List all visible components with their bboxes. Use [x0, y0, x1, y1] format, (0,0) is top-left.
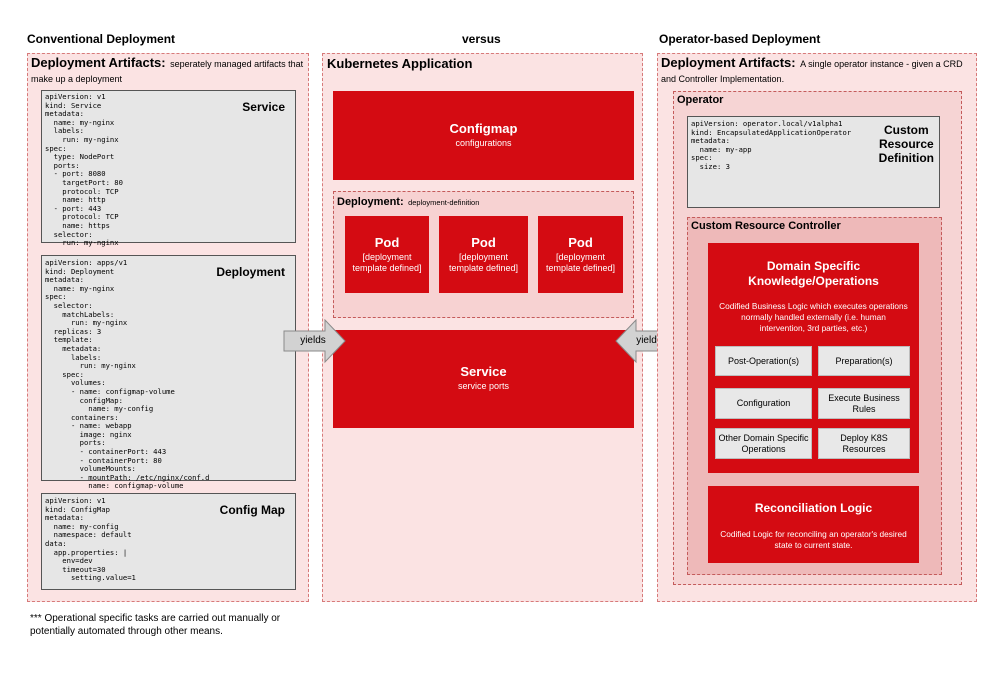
pod-1: Pod [deployment template defined] [345, 216, 429, 293]
kubernetes-application-panel: Kubernetes Application Configmap configu… [322, 53, 643, 602]
crd-code: apiVersion: operator.local/v1alpha1 kind… [691, 119, 852, 171]
operator-title: Operator [677, 94, 724, 106]
right-panel-subtitle: A single operator instance - given a CRD… [661, 59, 963, 84]
crd-title-line2: Resource [878, 137, 934, 151]
right-panel-title: Deployment Artifacts: [661, 55, 796, 70]
domain-desc-line3: intervention, 3rd parties, etc.) [759, 323, 868, 333]
left-panel-title: Deployment Artifacts: [31, 55, 166, 70]
domain-desc-line2: normally handled externally (i.e. human [741, 312, 886, 322]
pod-2-line2: template defined] [448, 263, 519, 273]
yields-label-right: yields [636, 335, 662, 346]
domain-title-line2: Knowledge/Operations [748, 274, 879, 288]
domain-desc-line1: Codified Business Logic which executes o… [719, 301, 908, 311]
center-panel-title: Kubernetes Application [327, 56, 473, 71]
configmap-manifest-title: Config Map [219, 503, 285, 517]
conventional-deployment-panel: Deployment Artifacts: seperately managed… [27, 53, 309, 602]
right-panel-header: Deployment Artifacts: A single operator … [661, 56, 973, 86]
footnote-line1: *** Operational specific tasks are carri… [30, 613, 281, 624]
reconciliation-desc-line2: state to current state. [774, 540, 853, 550]
service-manifest-box: apiVersion: v1 kind: Service metadata: n… [41, 90, 296, 247]
heading-versus: versus [462, 32, 501, 46]
service-manifest-code: apiVersion: v1 kind: Service metadata: n… [45, 92, 123, 248]
operator-box: Operator apiVersion: operator.local/v1al… [673, 91, 962, 585]
custom-resource-controller-box: Custom Resource Controller Domain Specif… [687, 217, 942, 575]
operator-deployment-panel: Deployment Artifacts: A single operator … [657, 53, 977, 602]
controller-title: Custom Resource Controller [691, 220, 841, 232]
deployment-manifest-box: apiVersion: apps/v1 kind: Deployment met… [41, 255, 296, 490]
pod-3-line1: [deployment [555, 252, 606, 262]
yields-arrow-left-icon [283, 319, 346, 364]
deployment-group: Deployment: deployment-definition Pod [d… [333, 191, 634, 318]
domain-description: Codified Business Logic which executes o… [708, 301, 919, 334]
op-preparations: Preparation(s) [818, 346, 910, 376]
reconciliation-logic-block: Reconciliation Logic Codified Logic for … [708, 486, 919, 563]
crd-title-line3: Definition [878, 151, 934, 165]
op-execute-business-rules: Execute Business Rules [818, 388, 910, 419]
footnote: *** Operational specific tasks are carri… [30, 612, 280, 638]
configmap-block-subtitle: configurations [455, 138, 512, 148]
op-deploy-k8s-resources: Deploy K8S Resources [818, 428, 910, 459]
deployment-group-subtitle: deployment-definition [408, 198, 480, 207]
footnote-line2: potentially automated through other mean… [30, 626, 223, 637]
reconciliation-title: Reconciliation Logic [754, 501, 873, 515]
pod-1-line1: [deployment [362, 252, 412, 262]
pod-3: Pod [deployment template defined] [538, 216, 623, 293]
service-block-subtitle: service ports [457, 381, 510, 391]
yields-label-left: yields [300, 335, 326, 346]
domain-specific-block: Domain Specific Knowledge/Operations Cod… [708, 243, 919, 473]
heading-conventional-deployment: Conventional Deployment [27, 32, 176, 46]
pod-3-line2: template defined] [545, 263, 616, 273]
op-post-operations: Post-Operation(s) [715, 346, 812, 376]
pod-1-line2: template defined] [352, 263, 422, 273]
configmap-block: Configmap configurations [333, 91, 634, 180]
pod-3-title: Pod [568, 235, 593, 250]
crd-box: apiVersion: operator.local/v1alpha1 kind… [687, 116, 940, 208]
reconciliation-description: Codified Logic for reconciling an operat… [708, 529, 919, 551]
deployment-manifest-title: Deployment [216, 265, 285, 279]
reconciliation-desc-line1: Codified Logic for reconciling an operat… [720, 529, 907, 539]
configmap-manifest-box: apiVersion: v1 kind: ConfigMap metadata:… [41, 493, 296, 590]
left-panel-header: Deployment Artifacts: seperately managed… [31, 56, 307, 86]
crd-title-line1: Custom [884, 123, 929, 137]
crd-title: Custom Resource Definition [879, 123, 934, 165]
pod-2-title: Pod [471, 235, 496, 250]
configmap-block-title: Configmap [449, 121, 518, 136]
deployment-manifest-code: apiVersion: apps/v1 kind: Deployment met… [45, 258, 210, 491]
domain-title: Domain Specific Knowledge/Operations [708, 259, 919, 289]
op-other-domain-specific: Other Domain Specific Operations [715, 428, 812, 459]
service-block: Service service ports [333, 330, 634, 428]
deployment-group-title: Deployment: [337, 196, 404, 208]
pod-2: Pod [deployment template defined] [439, 216, 528, 293]
configmap-manifest-code: apiVersion: v1 kind: ConfigMap metadata:… [45, 496, 136, 583]
heading-operator-based-deployment: Operator-based Deployment [659, 32, 821, 46]
left-panel-subtitle: seperately managed artifacts that make u… [31, 59, 304, 84]
service-block-title: Service [460, 364, 507, 379]
op-configuration: Configuration [715, 388, 812, 419]
pod-1-title: Pod [374, 235, 400, 250]
deployment-group-header: Deployment: deployment-definition [337, 194, 479, 209]
domain-title-line1: Domain Specific [766, 259, 861, 273]
pod-2-line1: [deployment [458, 252, 509, 262]
service-manifest-title: Service [242, 100, 285, 114]
